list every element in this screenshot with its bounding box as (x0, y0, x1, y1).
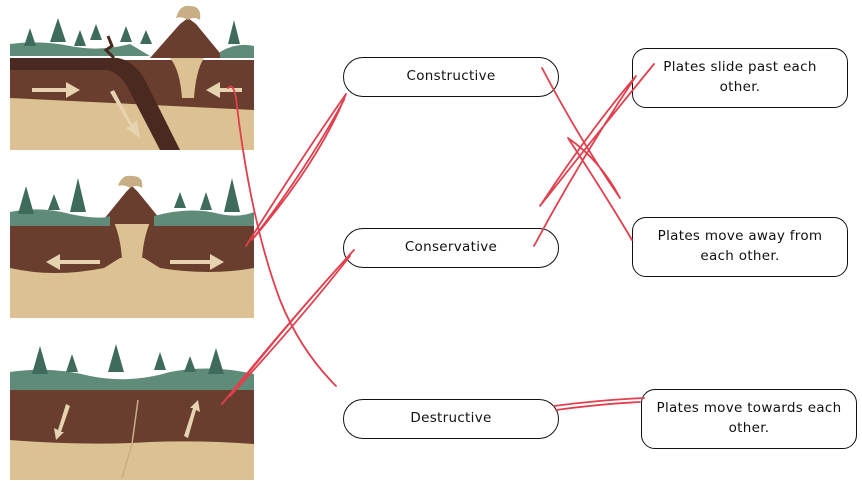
description-box-towards[interactable]: Plates move towards each other. (641, 389, 857, 449)
description-label-towards: Plates move towards each other. (656, 400, 842, 436)
description-box-away[interactable]: Plates move away from each other. (632, 217, 848, 277)
term-box-constructive[interactable]: Constructive (343, 57, 559, 97)
description-label-away: Plates move away from each other. (657, 228, 823, 264)
description-label-slide: Plates slide past each other. (663, 59, 817, 95)
term-box-destructive[interactable]: Destructive (343, 399, 559, 439)
transform-fault-illustration[interactable] (10, 344, 254, 480)
term-label-conservative: Conservative (404, 239, 498, 256)
connector-destructive-to-towards[interactable] (553, 397, 645, 411)
term-box-conservative[interactable]: Conservative (343, 228, 559, 268)
connector-constructive-to-away[interactable] (541, 67, 633, 241)
divergent-rift-illustration[interactable] (10, 172, 254, 318)
term-label-destructive: Destructive (410, 410, 492, 427)
connector-rift-to-constructive[interactable] (245, 93, 347, 247)
description-box-slide[interactable]: Plates slide past each other. (632, 48, 848, 108)
term-label-constructive: Constructive (406, 68, 496, 85)
subduction-zone-illustration[interactable] (10, 0, 254, 150)
